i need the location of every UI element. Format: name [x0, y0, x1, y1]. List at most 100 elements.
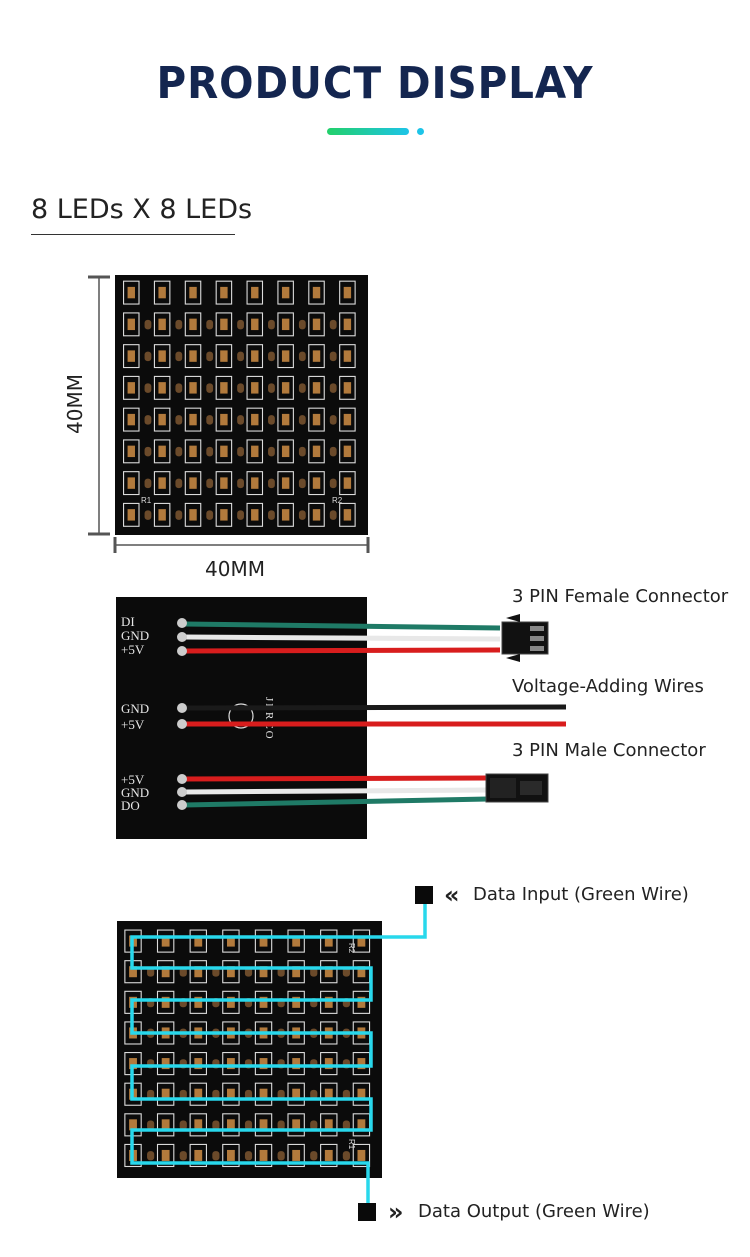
- led-chip: [184, 502, 202, 527]
- capacitor: [342, 1089, 350, 1100]
- led-chip: [277, 407, 294, 432]
- data-input-label: Data Input (Green Wire): [473, 884, 689, 905]
- led-chip: [123, 502, 140, 527]
- led-chip: [222, 990, 240, 1014]
- led-chip: [287, 990, 305, 1014]
- led-chip: [339, 280, 356, 305]
- led-chip: [339, 407, 356, 432]
- capacitor: [144, 478, 152, 489]
- pin-label-5v-power: +5V: [121, 717, 145, 732]
- led-chip: [277, 280, 294, 305]
- capacitor: [329, 415, 337, 425]
- dimension-lines: [88, 275, 370, 553]
- led-chip: [254, 1113, 273, 1137]
- led-chip: [277, 439, 294, 464]
- voltage-wires-label: Voltage-Adding Wires: [512, 676, 704, 697]
- led-chip: [189, 929, 207, 953]
- capacitor: [206, 319, 214, 330]
- led-chip: [153, 407, 171, 432]
- capacitor: [175, 319, 183, 330]
- led-chip: [320, 1082, 338, 1106]
- pin-label-5v-out: +5V: [121, 772, 145, 787]
- wire-di-green: [183, 621, 501, 631]
- led-chip: [215, 344, 233, 369]
- led-chip: [215, 375, 233, 400]
- chevrons-right-icon: »: [388, 1198, 404, 1226]
- capacitor: [329, 478, 337, 489]
- capacitor: [237, 510, 244, 520]
- solder-do: [177, 800, 187, 810]
- led-chip: [308, 439, 325, 464]
- capacitor: [179, 1120, 187, 1130]
- male-connector-label: 3 PIN Male Connector: [512, 740, 706, 761]
- led-chip: [254, 1143, 273, 1168]
- pin-label-gnd-power: GND: [121, 701, 149, 716]
- led-chip: [352, 1082, 371, 1106]
- led-chip: [320, 990, 338, 1014]
- capacitor: [144, 415, 152, 425]
- led-chip: [339, 502, 356, 527]
- led-chip: [184, 375, 202, 400]
- silkscreen-label: R1: [347, 1139, 356, 1150]
- led-chip: [254, 1052, 273, 1076]
- capacitor: [268, 415, 275, 425]
- led-chip: [308, 312, 325, 337]
- capacitor: [212, 1089, 220, 1100]
- led-chip: [156, 929, 175, 953]
- capacitor: [206, 478, 214, 489]
- capacitor: [268, 478, 275, 489]
- led-chip: [153, 375, 171, 400]
- led-chip: [277, 312, 294, 337]
- solder-5v-power: [177, 719, 187, 729]
- capacitor: [244, 1120, 253, 1130]
- capacitor: [144, 319, 152, 330]
- capacitor: [147, 1120, 155, 1130]
- capacitor: [206, 383, 214, 393]
- pin-label-5v-in: +5V: [121, 642, 145, 657]
- led-chip: [339, 439, 356, 464]
- capacitor: [329, 319, 337, 330]
- led-chip: [222, 929, 240, 953]
- capacitor: [175, 478, 183, 489]
- led-chip: [277, 344, 294, 369]
- capacitor: [310, 1120, 318, 1130]
- pin-label-do: DO: [121, 798, 140, 813]
- led-chip: [153, 439, 171, 464]
- led-chip: [156, 960, 175, 984]
- led-chip: [123, 375, 140, 400]
- led-chip: [352, 1143, 371, 1168]
- led-chip: [153, 312, 171, 337]
- wire-5v-red-in: [183, 647, 501, 654]
- led-chip: [339, 471, 356, 496]
- led-chip: [320, 1143, 338, 1168]
- serpentine-data-path: [130, 903, 427, 1203]
- width-dimension-label: 40MM: [205, 557, 265, 581]
- title-accent-dot: [417, 128, 424, 135]
- led-chip: [153, 344, 171, 369]
- capacitor: [147, 1151, 155, 1161]
- page-title: PRODUCT DISPLAY: [156, 58, 594, 109]
- capacitor: [268, 351, 275, 362]
- capacitor: [329, 351, 337, 362]
- capacitor: [342, 1120, 350, 1130]
- input-marker-square: [415, 886, 433, 904]
- led-chip: [246, 375, 264, 400]
- led-chip: [287, 1082, 305, 1106]
- led-chip: [222, 960, 240, 984]
- capacitor: [329, 510, 337, 520]
- led-chip: [287, 1143, 305, 1168]
- capacitor: [310, 1089, 318, 1100]
- male-connector-icon: [485, 773, 549, 803]
- capacitor: [212, 1120, 220, 1130]
- capacitor: [298, 351, 306, 362]
- capacitor: [298, 415, 306, 425]
- led-chip: [123, 471, 140, 496]
- led-chip: [156, 1143, 175, 1168]
- led-chip: [339, 344, 356, 369]
- led-chip: [339, 312, 356, 337]
- capacitor: [298, 510, 306, 520]
- led-chip: [308, 407, 325, 432]
- led-chip: [156, 1082, 175, 1106]
